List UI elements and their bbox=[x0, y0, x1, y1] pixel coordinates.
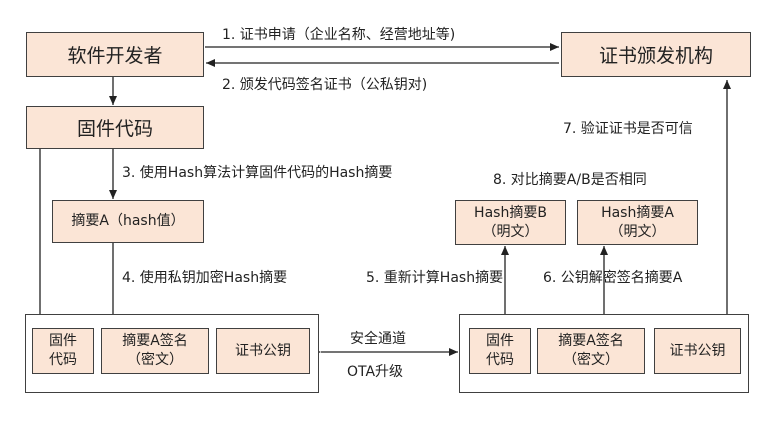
left-cert-label: 证书公钥 bbox=[235, 342, 291, 359]
ota-upgrade-label: OTA升级 bbox=[347, 364, 404, 380]
secure-channel-label: 安全通道 bbox=[350, 331, 406, 347]
right-signature-line2: （密文） bbox=[563, 352, 619, 368]
developer-node: 软件开发者 bbox=[26, 32, 204, 77]
step-8-label: 8. 对比摘要A/B是否相同 bbox=[493, 172, 647, 188]
step-7-label: 7. 验证证书是否可信 bbox=[563, 121, 693, 137]
hash-a-line1: Hash摘要A bbox=[601, 204, 674, 221]
firmware-label: 固件代码 bbox=[76, 118, 153, 140]
hash-a-node: Hash摘要A （明文） bbox=[577, 200, 698, 245]
left-signature-cell: 摘要A签名 （密文） bbox=[101, 328, 209, 374]
digest-a-label: 摘要A（hash值） bbox=[71, 213, 185, 229]
developer-label: 软件开发者 bbox=[67, 45, 163, 67]
step-5-label: 5. 重新计算Hash摘要 bbox=[366, 270, 504, 286]
right-firmware-line1: 固件 bbox=[486, 333, 514, 349]
step-1-label: 1. 证书申请（企业名称、经营地址等) bbox=[222, 27, 456, 43]
step-4-label: 4. 使用私钥加密Hash摘要 bbox=[122, 270, 288, 286]
left-firmware-line2: 代码 bbox=[49, 352, 77, 368]
left-cert-cell: 证书公钥 bbox=[216, 328, 310, 374]
right-firmware-line2: 代码 bbox=[486, 352, 514, 368]
right-signature-cell: 摘要A签名 （密文） bbox=[537, 328, 645, 374]
right-signature-line1: 摘要A签名 bbox=[558, 333, 624, 349]
step-6-label: 6. 公钥解密签名摘要A bbox=[543, 270, 683, 286]
left-signature-line1: 摘要A签名 bbox=[122, 333, 188, 349]
ca-node: 证书颁发机构 bbox=[561, 32, 751, 77]
hash-b-node: Hash摘要B （明文） bbox=[455, 200, 566, 245]
left-signature-line2: （密文） bbox=[127, 352, 183, 368]
left-firmware-line1: 固件 bbox=[49, 333, 77, 349]
left-firmware-cell: 固件 代码 bbox=[32, 328, 94, 374]
digest-a-node: 摘要A（hash值） bbox=[52, 200, 204, 243]
firmware-node: 固件代码 bbox=[26, 106, 204, 149]
step-3-label: 3. 使用Hash算法计算固件代码的Hash摘要 bbox=[122, 165, 393, 181]
hash-a-line2: （明文） bbox=[609, 223, 666, 240]
right-cert-label: 证书公钥 bbox=[669, 342, 726, 359]
hash-b-line1: Hash摘要B bbox=[474, 204, 547, 221]
ca-label: 证书颁发机构 bbox=[598, 45, 713, 67]
right-cert-cell: 证书公钥 bbox=[654, 328, 741, 374]
right-firmware-cell: 固件 代码 bbox=[469, 328, 531, 374]
step-2-label: 2. 颁发代码签名证书（公私钥对) bbox=[222, 77, 428, 93]
hash-b-line2: （明文） bbox=[482, 223, 539, 240]
